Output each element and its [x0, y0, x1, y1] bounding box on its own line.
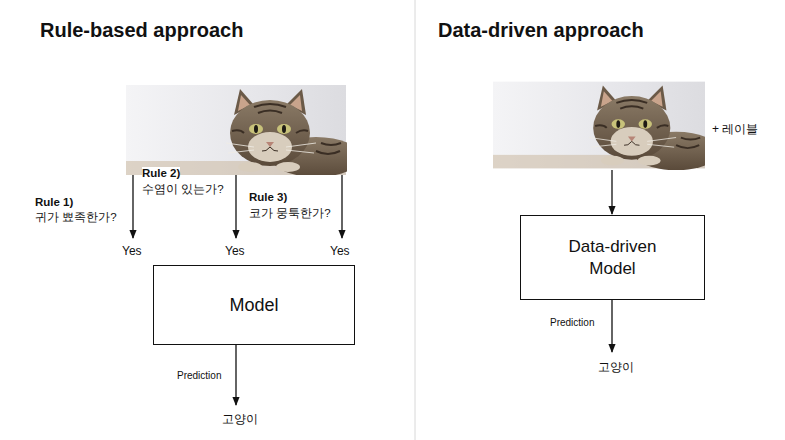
rule-arrow	[235, 175, 236, 238]
arrow-label: Prediction	[177, 370, 221, 382]
rule-number: Rule 1)	[35, 196, 73, 210]
cat-photo	[126, 85, 361, 177]
prediction-arrow	[235, 345, 236, 405]
arrow-label: Prediction	[550, 317, 594, 329]
rule-number: Rule 3)	[249, 191, 287, 205]
rule-arrow	[341, 175, 342, 238]
rule-answer: Yes	[225, 244, 245, 258]
rule-question: 수염이 있는가?	[142, 183, 224, 197]
rule-answer: Yes	[330, 244, 350, 258]
rule-question: 코가 뭉툭한가?	[249, 207, 331, 221]
rule-question: 귀가 뾰족한가?	[35, 211, 117, 225]
label-note: + 레이블	[712, 122, 758, 136]
prediction-output: 고양이	[222, 412, 258, 426]
model-box: Model	[153, 265, 355, 345]
model-box: Data-driven Model	[520, 215, 705, 300]
cat-photo	[493, 82, 719, 171]
panel-title: Data-driven approach	[438, 18, 644, 42]
node-label: Data-driven Model	[558, 236, 668, 279]
rule-arrow	[132, 175, 133, 238]
panel-title: Rule-based approach	[40, 18, 243, 42]
prediction-arrow	[611, 300, 612, 352]
prediction-output: 고양이	[598, 360, 634, 374]
input-arrow	[611, 170, 612, 214]
node-label: Model	[229, 294, 278, 317]
panel-divider	[415, 0, 416, 440]
rule-number: Rule 2)	[142, 167, 180, 181]
rule-answer: Yes	[122, 244, 142, 258]
